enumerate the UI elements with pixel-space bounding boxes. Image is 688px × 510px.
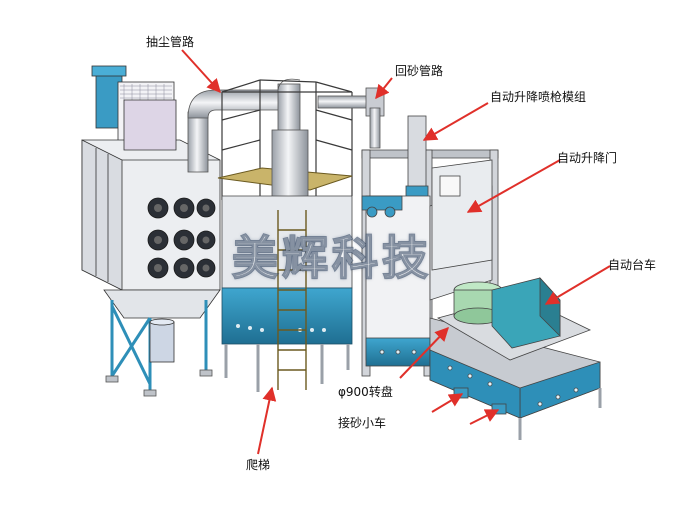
arrow-dust-pipe bbox=[181, 49, 221, 94]
watermark-text: 美辉科技 bbox=[231, 230, 432, 286]
label-turntable: φ900转盘 bbox=[338, 385, 393, 399]
arrow-gun-module bbox=[422, 102, 489, 141]
arrow-sand-return-pipe bbox=[375, 77, 393, 100]
label-auto-lift-gun-module: 自动升降喷枪模组 bbox=[490, 90, 587, 104]
arrow-trolley bbox=[544, 265, 611, 305]
central-tower bbox=[217, 79, 353, 392]
arrow-lift-door bbox=[466, 159, 561, 213]
callout-arrows bbox=[181, 49, 611, 455]
label-auto-trolley: 自动台车 bbox=[608, 258, 657, 272]
arrow-turntable bbox=[399, 326, 449, 379]
filter-box bbox=[123, 99, 177, 151]
label-sand-cart: 接砂小车 bbox=[338, 416, 387, 430]
label-ladder: 爬梯 bbox=[246, 458, 271, 472]
dust-pipe bbox=[187, 78, 301, 173]
ladder bbox=[277, 210, 307, 390]
arrow-sand-cart-2 bbox=[469, 409, 500, 425]
label-dust-pipe: 抽尘管路 bbox=[146, 35, 195, 49]
label-auto-lift-door: 自动升降门 bbox=[557, 151, 618, 165]
blast-cabinet bbox=[361, 115, 499, 391]
label-sand-return-pipe: 回砂管路 bbox=[395, 64, 444, 78]
arrow-sand-cart-1 bbox=[431, 393, 464, 413]
auto-trolley bbox=[429, 276, 602, 440]
sand-return-pipe bbox=[317, 87, 385, 149]
dust-collector bbox=[81, 65, 221, 397]
arrow-ladder bbox=[257, 386, 277, 455]
